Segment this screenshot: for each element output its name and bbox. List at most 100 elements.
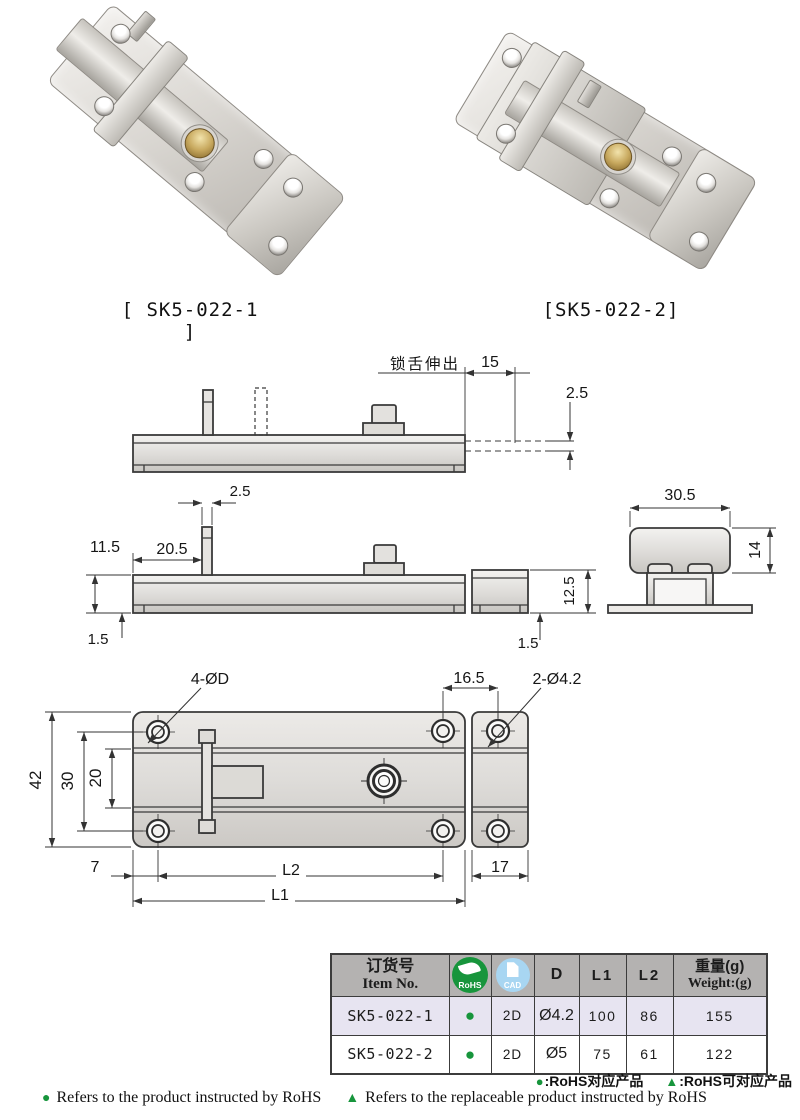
col-rohs: RoHS (448, 953, 492, 997)
side-view-extended-drawing: 锁舌伸出 15 2.5 (132, 354, 588, 473)
plan-view-drawing: 42 30 20 7 L2 (26, 670, 582, 907)
weight-cell: 155 (672, 995, 768, 1036)
green-dot-icon: ● (42, 1089, 51, 1105)
dim-foot-right: 1.5 (518, 613, 544, 652)
green-triangle-icon: ▲ (665, 1074, 679, 1089)
dim-bolt-thickness: 2.5 (566, 385, 588, 470)
col-item-no: 订货号 Item No. (330, 953, 450, 997)
screw-hole (685, 227, 713, 256)
dim-30: 30 (58, 772, 77, 791)
dim-30: 30 (58, 731, 143, 832)
dim-1-5-right: 1.5 (518, 635, 539, 652)
side-view-retracted-and-end-view-drawing: 2.5 20.5 11.5 1.5 12.5 (86, 483, 776, 652)
cad-cell: 2D (490, 1034, 535, 1075)
screw-hole (141, 814, 175, 848)
latch-body-side-retracted (132, 526, 529, 614)
dim-42: 42 (26, 771, 45, 790)
cad-badge-icon: CAD (495, 958, 530, 993)
dim-15: 15 (481, 354, 499, 371)
rohs-legend-cn: ●:RoHS对应产品 ▲:RoHS可对应产品 (360, 1071, 792, 1091)
item-no-cell: SK5-022-2 (330, 1034, 450, 1075)
document-icon (506, 962, 519, 978)
bolt-extension-label: 锁舌伸出 (390, 355, 460, 373)
screw-hole (264, 231, 293, 260)
dim-11-5: 11.5 (90, 539, 120, 556)
col-l1: L1 (578, 953, 627, 997)
cad-badge-label: CAD (503, 981, 522, 991)
legend-en-tri-text: Refers to the replaceable product instru… (365, 1089, 707, 1106)
screw-hole (426, 714, 460, 748)
dim-12-5: 12.5 (561, 576, 578, 605)
d-cell: Ø4.2 (533, 995, 580, 1036)
table-row: SK5-022-1 ● 2D Ø4.2 100 86 155 (330, 995, 768, 1036)
dim-30-5: 30.5 (664, 487, 695, 504)
rohs-badge-label: RoHS (458, 980, 482, 991)
rohs-legend-en: ● Refers to the product instructed by RoH… (42, 1089, 794, 1107)
item-no-cell: SK5-022-1 (330, 995, 450, 1036)
end-view (607, 527, 753, 614)
green-triangle-icon: ▲ (345, 1089, 360, 1105)
dim-bolt-extension: 锁舌伸出 15 (378, 354, 530, 443)
leaf-icon (457, 960, 482, 977)
latch-body-side (132, 387, 574, 473)
plan-plates (132, 711, 529, 848)
dim-2-5: 2.5 (566, 385, 588, 402)
table-row: SK5-022-2 ● 2D Ø5 75 61 122 (330, 1034, 768, 1075)
weight-en: Weight:(g) (687, 976, 752, 992)
dim-16-5: 16.5 (453, 670, 484, 687)
col-l2: L2 (625, 953, 674, 997)
dim-1-5-left: 1.5 (88, 631, 109, 648)
legend-en-tri: ▲ Refers to the replaceable product instr… (345, 1089, 707, 1107)
legend-cn-tri-text: :RoHS可对应产品 (679, 1073, 792, 1089)
product-photo-1 (46, 3, 347, 279)
product-label-2: [SK5-022-2] (542, 299, 680, 321)
label-keeper-holes: 2-Ø4.2 (487, 671, 582, 748)
col-weight: 重量(g) Weight:(g) (672, 953, 768, 997)
dim-L1: L1 (271, 887, 289, 904)
screw-hole (278, 173, 308, 202)
weight-cn: 重量(g) (695, 958, 745, 976)
legend-en-dot-text: Refers to the product instructed by RoHS (56, 1089, 322, 1106)
dim-20: 20 (86, 748, 131, 809)
col-cad: CAD (490, 953, 535, 997)
legend-cn-dot: ●:RoHS对应产品 (536, 1071, 644, 1091)
dim-pin-width: 2.5 (178, 483, 250, 525)
dim-end-width: 30.5 (629, 487, 731, 527)
dim-pin-position: 20.5 (132, 541, 202, 573)
table-header-row: 订货号 Item No. RoHS CAD D L1 (330, 953, 768, 997)
item-no-cn: 订货号 (366, 958, 415, 976)
dim-16-5: 16.5 (442, 670, 499, 718)
cad-cell: 2D (490, 995, 535, 1036)
dim-body-height: 11.5 (86, 539, 131, 614)
screw-hole (426, 814, 460, 848)
legend-cn-tri: ▲:RoHS可对应产品 (665, 1071, 792, 1091)
spec-table: 订货号 Item No. RoHS CAD D L1 (330, 953, 768, 1075)
rohs-badge-icon: RoHS (452, 957, 488, 994)
screw-hole (481, 714, 515, 748)
dim-keeper-height: 12.5 (530, 569, 596, 614)
d-cell: Ø5 (533, 1034, 580, 1075)
legend-en-dot: ● Refers to the product instructed by RoH… (42, 1089, 321, 1107)
center-knob-plan (361, 758, 407, 804)
dim-14: 14 (747, 541, 764, 559)
l2-cell: 61 (625, 1034, 674, 1075)
dim-L2: L2 (282, 862, 300, 879)
label-4-holes: 4-ØD (147, 671, 229, 744)
dim-20: 20 (86, 769, 105, 788)
dim-42: 42 (26, 711, 131, 848)
green-dot-icon: ● (535, 1074, 544, 1089)
product-photo-2 (452, 29, 759, 272)
l1-cell: 75 (578, 1034, 627, 1075)
dim-2-5: 2.5 (230, 483, 251, 500)
screw-hole (481, 814, 515, 848)
screw-hole (692, 169, 720, 197)
keeper-holes-label: 2-Ø4.2 (533, 671, 582, 688)
dim-foot-left: 1.5 (88, 613, 126, 648)
holes-label: 4-ØD (191, 671, 229, 688)
l1-cell: 100 (578, 995, 627, 1036)
rohs-dot: ● (448, 1034, 492, 1075)
legend-cn-dot-text: :RoHS对应产品 (544, 1073, 644, 1089)
dim-7: 7 (91, 859, 100, 876)
dim-20-5: 20.5 (156, 541, 187, 558)
